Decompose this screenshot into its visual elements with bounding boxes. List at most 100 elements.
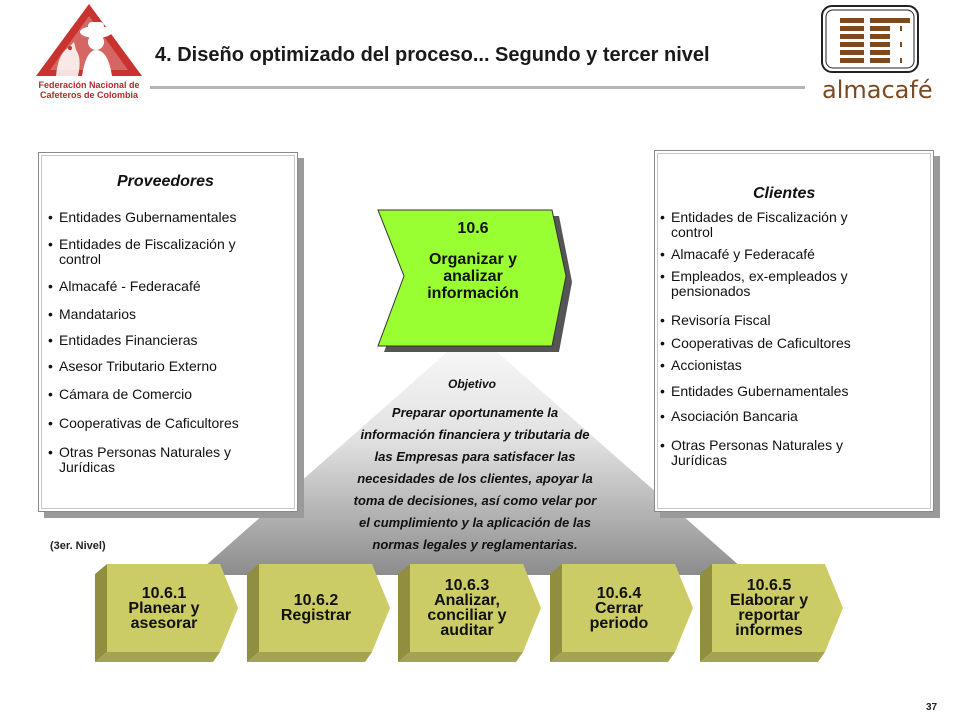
svg-text:®: ® <box>128 68 134 76</box>
clientes-item-text: control <box>671 224 714 240</box>
logo-text-line-2: Cafeteros de Colombia <box>39 90 139 100</box>
objective-title: Objetivo <box>447 377 496 391</box>
central-process-label-line-1: Organizar y <box>428 251 518 268</box>
subprocess-label-line: reportar <box>738 607 800 624</box>
bullet-icon: • <box>660 408 665 424</box>
level-label: (3er. Nivel) <box>50 540 106 552</box>
proveedores-item: •Cámara de Comercio <box>48 387 288 402</box>
clientes-item-text: Empleados, ex-empleados y <box>671 268 848 284</box>
bullet-icon: • <box>48 236 53 252</box>
objective-line: información financiera y tributaria de <box>360 427 590 442</box>
objective-line: necesidades de los clientes, apoyar la <box>357 471 593 486</box>
subprocess-label-line: auditar <box>440 622 494 639</box>
subprocess-label-line: Cerrar <box>594 599 644 617</box>
bullet-icon: • <box>48 306 53 322</box>
subprocess-shape-4 <box>550 564 693 662</box>
central-process-label-line-3: información <box>427 285 519 302</box>
clientes-item: • Almacafé y Federacafé <box>660 247 922 262</box>
page-title: 4. Diseño optimizado del proceso... Segu… <box>155 44 710 66</box>
subprocess-label-line: informes <box>735 622 803 639</box>
bullet-icon: • <box>660 312 665 328</box>
subprocess-label-line: 10.6.2 <box>293 592 339 609</box>
proveedores-item-text: Almacafé - Federacafé <box>59 278 201 294</box>
objective-text: Preparar oportunamente la información fi… <box>300 405 650 559</box>
subprocess-shape-2 <box>247 564 390 662</box>
bullet-icon: • <box>660 209 665 225</box>
almacafe-emblem-icon <box>821 5 919 73</box>
proveedores-item-text: Otras Personas Naturales y <box>59 444 231 460</box>
objective-line: el cumplimiento y la aplicación de las <box>359 515 591 530</box>
subprocess-label-line: 10.6.5 <box>746 577 792 594</box>
subprocess-label-line: 10.6.4 <box>596 584 642 602</box>
clientes-item: • Accionistas <box>660 358 922 373</box>
clientes-item-text: Accionistas <box>671 357 742 373</box>
subprocess-label-line: Analizar, <box>434 592 500 609</box>
subprocess-shape-5 <box>700 564 843 662</box>
proveedores-item-text: Entidades Financieras <box>59 332 198 348</box>
bullet-icon: • <box>660 437 665 453</box>
subprocess-shape-3 <box>398 564 541 662</box>
proveedores-item-text: Entidades de Fiscalización y <box>59 236 236 252</box>
clientes-item-text: Almacafé y Federacafé <box>671 246 815 262</box>
bullet-icon: • <box>48 332 53 348</box>
clientes-item-text: Jurídicas <box>671 452 728 468</box>
central-process-label: Organizar y analizar información <box>398 251 548 302</box>
subprocess-label-line: conciliar y <box>427 607 507 624</box>
central-process-number: 10.6 <box>457 220 489 237</box>
clientes-item-text: Entidades Gubernamentales <box>671 383 849 399</box>
bullet-icon: • <box>660 268 665 284</box>
bullet-icon: • <box>48 415 53 431</box>
clientes-item-text: Otras Personas Naturales y <box>671 437 843 453</box>
central-process-shape <box>377 209 572 352</box>
proveedores-item-text: Jurídicas <box>59 459 116 475</box>
bullet-icon: • <box>48 386 53 402</box>
bullet-icon: • <box>48 278 53 294</box>
central-process-label-line-2: analizar <box>443 268 503 285</box>
objective-line: toma de decisiones, así como velar por <box>353 493 597 508</box>
clientes-item: • Asociación Bancaria <box>660 409 922 424</box>
subprocess-label-line: 10.6.3 <box>444 577 490 594</box>
clientes-item-text: Revisoría Fiscal <box>671 312 771 328</box>
proveedores-item: • Cooperativas de Caficultores <box>48 416 288 431</box>
clientes-item: • Entidades Gubernamentales <box>660 384 922 399</box>
proveedores-item-text: Cooperativas de Caficultores <box>59 415 239 431</box>
clientes-item-text: Entidades de Fiscalización y <box>671 209 848 225</box>
subprocess-shape-1 <box>95 564 238 662</box>
bullet-icon: • <box>660 383 665 399</box>
subprocess-label-line: Elaborar y <box>729 592 809 609</box>
proveedores-item: • Almacafé - Federacafé <box>48 279 288 294</box>
objective-line: normas legales y reglamentarias. <box>372 537 578 552</box>
subprocess-label-line: Registrar <box>280 607 352 624</box>
bullet-icon: • <box>48 358 53 374</box>
subprocess-label-line: Planear y <box>128 599 200 617</box>
proveedores-item: •Entidades Gubernamentales <box>48 210 288 225</box>
bullet-icon: • <box>48 209 53 225</box>
bullet-icon: • <box>660 357 665 373</box>
title-underline <box>150 86 805 89</box>
clientes-item-text: Asociación Bancaria <box>671 408 798 424</box>
bullet-icon: • <box>660 335 665 351</box>
proveedores-item-text: Asesor Tributario Externo <box>59 358 217 374</box>
juan-valdez-emblem-icon: ® <box>36 4 142 76</box>
proveedores-item-text: Mandatarios <box>59 306 137 322</box>
proveedores-item: • Asesor Tributario Externo <box>48 359 288 374</box>
almacafe-logo: almacafé <box>818 4 950 104</box>
clientes-item-text: pensionados <box>671 283 751 299</box>
bullet-icon: • <box>660 246 665 262</box>
almacafe-logo-text: almacafé <box>822 76 933 104</box>
objective-line: las Empresas para satisfacer las <box>374 449 576 464</box>
proveedores-title: Proveedores <box>117 173 214 190</box>
bullet-icon: • <box>48 444 53 460</box>
subprocess-label-line: periodo <box>589 614 649 632</box>
page-number: 37 <box>926 702 938 713</box>
